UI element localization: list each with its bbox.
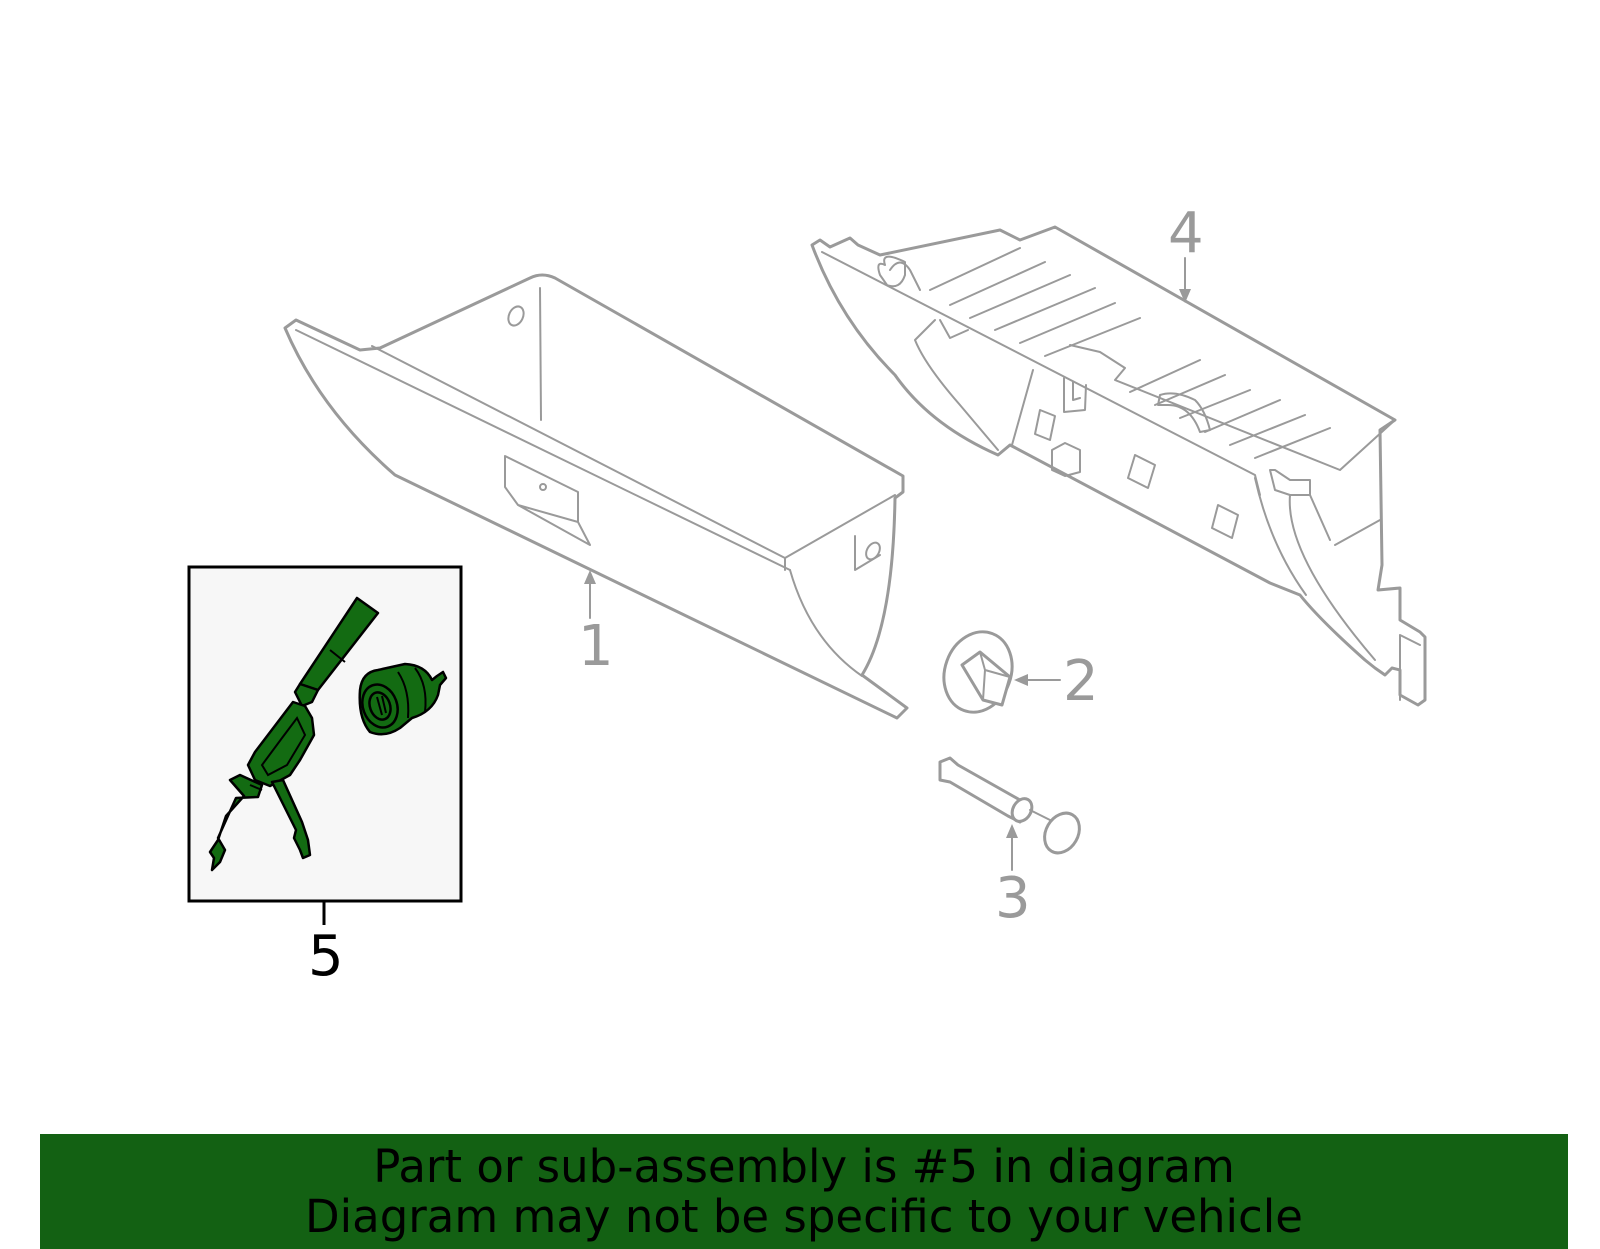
- callout-2: 2: [1014, 649, 1099, 714]
- callout-label-4: 4: [1168, 201, 1204, 266]
- callout-5: 5: [308, 901, 344, 989]
- info-banner: Part or sub-assembly is #5 in diagram Di…: [40, 1134, 1568, 1249]
- banner-line-1: Part or sub-assembly is #5 in diagram: [373, 1140, 1235, 1193]
- callout-label-2: 2: [1063, 649, 1099, 714]
- callout-1: 1: [578, 570, 614, 679]
- part-5-inset-box: [187, 565, 463, 903]
- callout-label-5: 5: [308, 924, 344, 989]
- callout-4: 4: [1168, 201, 1204, 303]
- callout-label-1: 1: [578, 614, 614, 679]
- part-1-glove-box[interactable]: [283, 273, 909, 720]
- banner-line-2: Diagram may not be specific to your vehi…: [305, 1190, 1303, 1243]
- callout-3: 3: [995, 824, 1031, 931]
- callout-label-3: 3: [995, 866, 1031, 931]
- part-5-lock-and-keys[interactable]: [187, 565, 463, 903]
- part-4-glove-box-housing[interactable]: [810, 225, 1427, 707]
- part-3-pin[interactable]: [938, 756, 1086, 859]
- part-2-retainer-clip[interactable]: [933, 622, 1023, 722]
